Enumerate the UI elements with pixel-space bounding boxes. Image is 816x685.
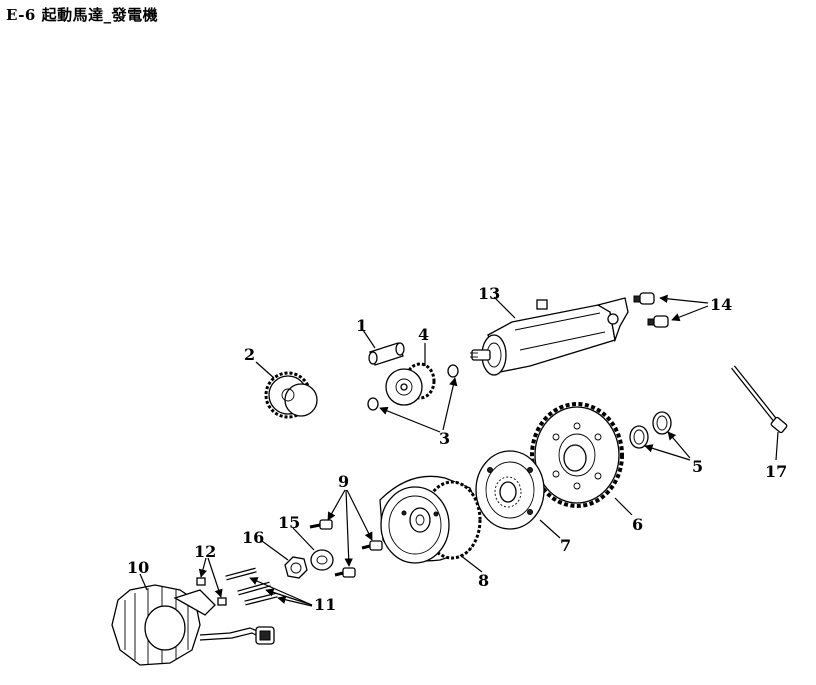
one-way-clutch (475, 450, 545, 530)
callout-3: 3 (439, 429, 450, 448)
callout-17: 17 (765, 462, 787, 481)
callout-15: 15 (278, 513, 300, 532)
ring-gear (530, 402, 624, 508)
idler-gear (385, 362, 436, 406)
page-title: E-6 起動馬達_發電機 (6, 6, 159, 24)
gear-2 (264, 371, 318, 419)
callout-16: 16 (242, 528, 264, 547)
leader-lines (139, 294, 779, 607)
callout-1: 1 (356, 316, 367, 335)
hex-nut (284, 556, 308, 579)
stator-coil (111, 584, 275, 666)
long-bolt (731, 365, 788, 434)
callout-numbers: 13 14 1 4 2 3 5 17 6 7 8 9 15 16 12 11 1… (127, 284, 787, 614)
pin-sleeve (368, 342, 405, 366)
washers (629, 411, 672, 449)
starter-motor (470, 297, 629, 376)
callout-7: 7 (560, 536, 571, 555)
callout-2: 2 (244, 345, 255, 364)
callout-13: 13 (478, 284, 500, 303)
starter-bolts (633, 292, 669, 328)
callout-11: 11 (314, 595, 336, 614)
callout-4: 4 (418, 325, 429, 344)
callout-9: 9 (338, 472, 349, 491)
callout-10: 10 (127, 558, 149, 577)
bushings (367, 364, 459, 411)
flat-washer (310, 549, 334, 571)
callout-14: 14 (710, 295, 732, 314)
callout-8: 8 (478, 571, 489, 590)
callout-5: 5 (692, 457, 703, 476)
small-screws (196, 577, 227, 606)
flywheel-rotor (379, 475, 482, 564)
callout-12: 12 (194, 542, 216, 561)
callout-6: 6 (632, 515, 643, 534)
rotor-bolts (309, 519, 383, 578)
